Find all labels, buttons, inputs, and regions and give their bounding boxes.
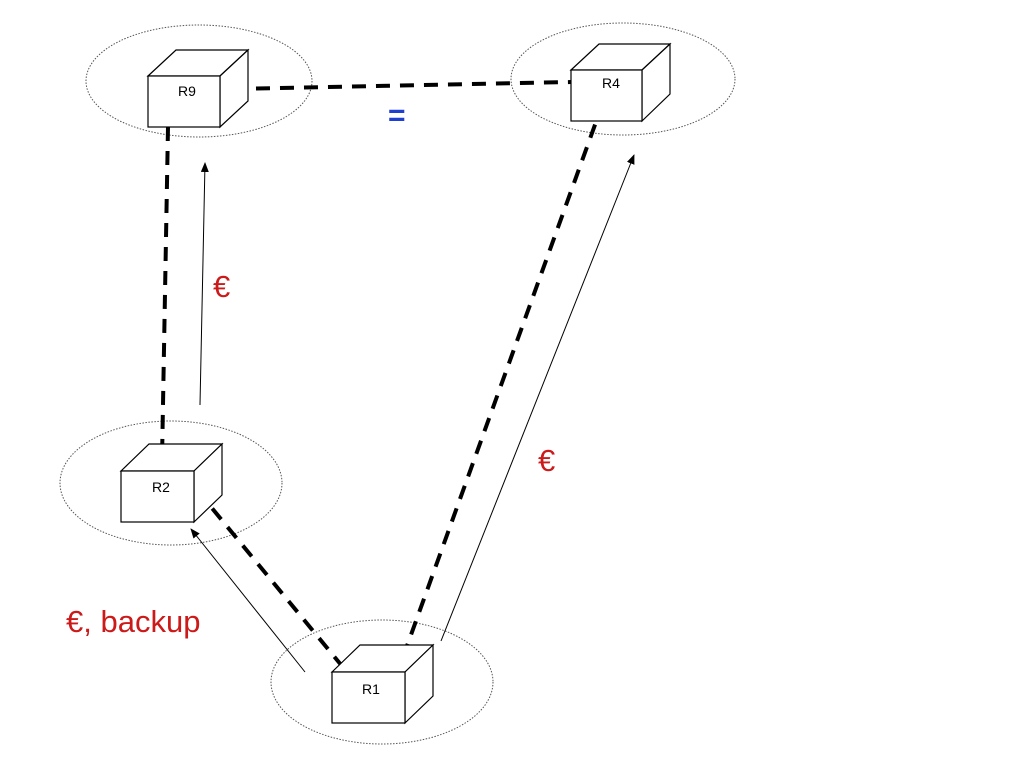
router-r1-front-face bbox=[331, 671, 406, 724]
link-r2-r1 bbox=[195, 488, 344, 668]
annotation-r9-r4: = bbox=[388, 99, 406, 132]
router-r4-front-face bbox=[570, 69, 643, 122]
router-r4[interactable]: R4 bbox=[569, 42, 672, 123]
router-r1-label: R1 bbox=[362, 681, 380, 697]
router-r2-front-face bbox=[120, 470, 195, 523]
router-r9-label: R9 bbox=[178, 83, 196, 99]
route-arrows bbox=[190, 154, 635, 673]
domain-ellipse-r9 bbox=[85, 24, 313, 138]
router-r1[interactable]: R1 bbox=[330, 643, 435, 725]
links bbox=[160, 80, 598, 668]
domain-ellipse-r2 bbox=[59, 420, 283, 546]
arrow-r1-to-r4 bbox=[440, 154, 635, 642]
annotation-r2-r9: € bbox=[213, 269, 230, 304]
annotation-r1-r2: €, backup bbox=[66, 604, 200, 639]
link-r9-r2 bbox=[160, 126, 170, 461]
arrow-r1-to-r2 bbox=[190, 528, 306, 673]
link-r9-r4 bbox=[231, 80, 572, 91]
arrow-r2-to-r9 bbox=[199, 162, 209, 406]
domain-ellipses bbox=[59, 22, 736, 745]
router-r9-front-face bbox=[147, 75, 221, 128]
router-r2[interactable]: R2 bbox=[119, 442, 224, 524]
annotation-r1-r4: € bbox=[538, 443, 555, 478]
domain-ellipse-r4 bbox=[510, 22, 736, 136]
domain-ellipse-r1 bbox=[270, 619, 494, 745]
link-r1-r4 bbox=[401, 121, 598, 658]
router-r2-label: R2 bbox=[152, 479, 170, 495]
router-r4-label: R4 bbox=[602, 75, 620, 91]
router-r9[interactable]: R9 bbox=[146, 48, 250, 129]
